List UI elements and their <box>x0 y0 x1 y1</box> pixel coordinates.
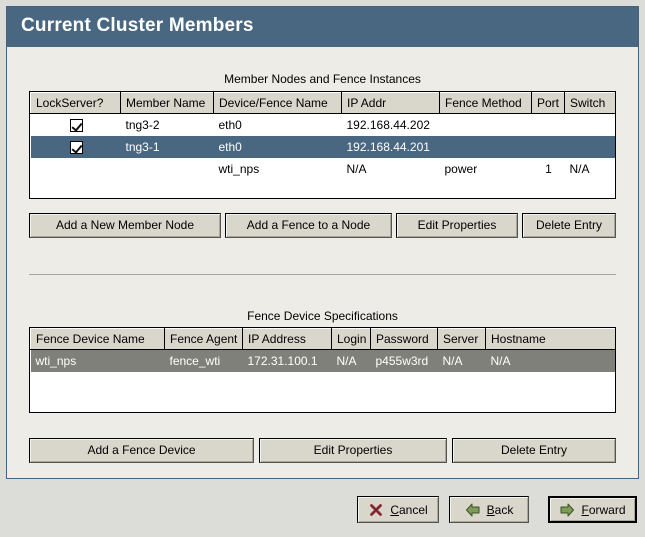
delete-entry-fence-label: Delete Entry <box>500 443 568 457</box>
forward-label-rest: orward <box>588 502 626 517</box>
table-row[interactable]: wti_nps fence_wti 172.31.100.1 N/A p455w… <box>30 349 615 372</box>
edit-properties-member-label: Edit Properties <box>417 218 497 232</box>
members-section-caption: Member Nodes and Fence Instances <box>224 72 421 86</box>
edit-properties-member-button[interactable]: Edit Properties <box>396 213 518 238</box>
table-header-row: Fence Device Name Fence Agent IP Address… <box>30 328 615 350</box>
page-title: Current Cluster Members <box>21 15 254 36</box>
cell-ip-addr: 192.168.44.201 <box>341 135 440 158</box>
column-header-password[interactable]: Password <box>370 328 438 350</box>
column-header-fence-agent[interactable]: Fence Agent <box>164 328 243 350</box>
cell-fence-agent: fence_wti <box>164 349 243 372</box>
column-header-switch[interactable]: Switch <box>564 92 615 114</box>
add-fence-to-node-label: Add a Fence to a Node <box>246 218 371 232</box>
cell-ip-addr: N/A <box>341 157 440 180</box>
edit-properties-fence-label: Edit Properties <box>313 443 393 457</box>
fence-devices-grid: Fence Device Name Fence Agent IP Address… <box>30 328 615 372</box>
cell-fence-method <box>439 113 532 136</box>
column-header-hostname[interactable]: Hostname <box>485 328 615 350</box>
column-header-fence-method[interactable]: Fence Method <box>439 92 532 114</box>
cell-lockserver[interactable] <box>30 157 121 180</box>
back-button-label: Back <box>487 503 514 517</box>
cell-login: N/A <box>331 349 371 372</box>
cancel-mnemonic: C <box>390 502 399 517</box>
panel-body: Member Nodes and Fence Instances <box>7 47 638 478</box>
add-new-member-node-label: Add a New Member Node <box>55 218 195 232</box>
table-row[interactable]: wti_nps N/A power 1 N/A <box>30 157 615 180</box>
cell-password: p455w3rd <box>370 349 438 372</box>
close-x-icon <box>368 502 384 518</box>
cell-device-fence-name: wti_nps <box>213 157 342 180</box>
cancel-label-rest: ancel <box>398 502 428 517</box>
druid-panel: Current Cluster Members Member Nodes and… <box>6 6 639 479</box>
cell-switch: N/A <box>564 157 615 180</box>
lockserver-checkbox[interactable] <box>69 118 83 132</box>
cancel-button-label: Cancel <box>390 503 427 517</box>
column-header-port[interactable]: Port <box>531 92 565 114</box>
column-header-login[interactable]: Login <box>331 328 371 350</box>
cell-port <box>531 113 565 136</box>
delete-entry-member-button[interactable]: Delete Entry <box>522 213 616 238</box>
cell-member-name <box>120 157 214 180</box>
column-header-device-fence-name[interactable]: Device/Fence Name <box>213 92 342 114</box>
cell-device-fence-name: eth0 <box>213 135 342 158</box>
cell-ip-address: 172.31.100.1 <box>242 349 332 372</box>
edit-properties-fence-button[interactable]: Edit Properties <box>259 438 447 463</box>
column-header-fence-device-name[interactable]: Fence Device Name <box>30 328 165 350</box>
forward-button-label: Forward <box>581 503 625 517</box>
column-header-member-name[interactable]: Member Name <box>120 92 214 114</box>
dialog-action-bar: Cancel Back Forward <box>0 486 645 537</box>
add-fence-device-label: Add a Fence Device <box>87 443 196 457</box>
cell-fence-method: power <box>439 157 532 180</box>
cell-server: N/A <box>437 349 486 372</box>
cell-ip-addr: 192.168.44.202 <box>341 113 440 136</box>
column-header-ip-addr[interactable]: IP Addr <box>341 92 440 114</box>
cell-member-name: tng3-1 <box>120 135 214 158</box>
arrow-left-icon <box>465 502 481 518</box>
table-row[interactable]: tng3-2 eth0 192.168.44.202 <box>30 113 615 136</box>
cell-device-fence-name: eth0 <box>213 113 342 136</box>
add-fence-device-button[interactable]: Add a Fence Device <box>29 438 254 463</box>
cell-switch <box>564 113 615 136</box>
cell-lockserver[interactable] <box>30 113 121 136</box>
cell-port: 1 <box>531 157 565 180</box>
add-new-member-node-button[interactable]: Add a New Member Node <box>29 213 221 238</box>
back-mnemonic: B <box>486 502 495 517</box>
window-title-bar: Current Cluster Members <box>7 7 638 47</box>
cell-lockserver[interactable] <box>30 135 121 158</box>
cancel-button[interactable]: Cancel <box>357 496 439 523</box>
cell-fence-method <box>439 135 532 158</box>
table-header-row: LockServer? Member Name Device/Fence Nam… <box>30 92 615 114</box>
member-nodes-table[interactable]: LockServer? Member Name Device/Fence Nam… <box>29 91 616 199</box>
column-header-lockserver[interactable]: LockServer? <box>30 92 121 114</box>
add-fence-to-node-button[interactable]: Add a Fence to a Node <box>225 213 392 238</box>
column-header-ip-address[interactable]: IP Address <box>242 328 332 350</box>
cell-fence-device-name: wti_nps <box>30 349 165 372</box>
section-divider <box>29 274 616 275</box>
cell-hostname: N/A <box>485 349 615 372</box>
column-header-server[interactable]: Server <box>437 328 486 350</box>
cell-switch <box>564 135 615 158</box>
forward-button[interactable]: Forward <box>548 496 637 523</box>
lockserver-checkbox[interactable] <box>69 140 83 154</box>
back-button[interactable]: Back <box>449 496 529 523</box>
delete-entry-fence-button[interactable]: Delete Entry <box>452 438 616 463</box>
forward-mnemonic: F <box>581 502 589 517</box>
back-label-rest: ack <box>494 502 514 517</box>
arrow-right-icon <box>559 502 575 518</box>
cell-member-name: tng3-2 <box>120 113 214 136</box>
fence-section-caption: Fence Device Specifications <box>247 309 398 323</box>
delete-entry-member-label: Delete Entry <box>535 218 603 232</box>
member-nodes-grid: LockServer? Member Name Device/Fence Nam… <box>30 92 615 180</box>
cell-port <box>531 135 565 158</box>
fence-devices-table[interactable]: Fence Device Name Fence Agent IP Address… <box>29 327 616 413</box>
table-row[interactable]: tng3-1 eth0 192.168.44.201 <box>30 135 615 158</box>
